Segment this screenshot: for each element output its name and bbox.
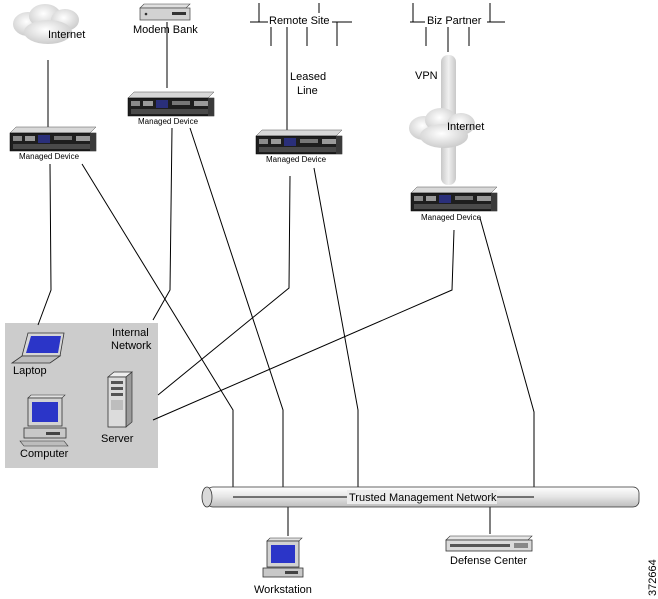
modem-bank-icon bbox=[139, 3, 191, 21]
trusted-network-label: Trusted Management Network bbox=[349, 492, 497, 504]
managed-device-left bbox=[9, 126, 97, 152]
internal-network-label-1: Internal bbox=[112, 327, 149, 339]
internal-network-label-2: Network bbox=[111, 340, 152, 352]
computer-icon bbox=[19, 394, 69, 447]
figure-id: 372664 bbox=[647, 559, 658, 596]
leased-line-label-1: Leased bbox=[290, 71, 326, 83]
defense-center-label: Defense Center bbox=[450, 555, 527, 567]
vpn-label: VPN bbox=[415, 70, 438, 82]
biz-partner-bus bbox=[410, 3, 505, 52]
server-label: Server bbox=[101, 433, 134, 445]
managed-device-modem bbox=[127, 91, 215, 117]
workstation-icon bbox=[262, 537, 304, 578]
managed-device-label-biz: Managed Device bbox=[421, 213, 482, 222]
managed-device-label-remote: Managed Device bbox=[266, 155, 327, 164]
remote-site-label: Remote Site bbox=[269, 15, 330, 27]
leased-line-label-2: Line bbox=[297, 85, 318, 97]
managed-device-biz bbox=[410, 186, 498, 212]
internet-label-left: Internet bbox=[48, 29, 85, 41]
laptop-icon bbox=[10, 332, 65, 364]
defense-center-icon bbox=[445, 535, 533, 552]
laptop-label: Laptop bbox=[13, 365, 47, 377]
workstation-label: Workstation bbox=[254, 584, 312, 596]
network-links bbox=[37, 22, 535, 536]
server-icon bbox=[107, 371, 133, 428]
computer-label: Computer bbox=[20, 448, 69, 460]
modem-bank-label: Modem Bank bbox=[133, 24, 198, 36]
managed-device-label-left: Managed Device bbox=[19, 152, 80, 161]
managed-device-label-modem: Managed Device bbox=[138, 117, 199, 126]
managed-device-remote bbox=[255, 129, 343, 155]
biz-partner-label: Biz Partner bbox=[427, 15, 482, 27]
internet-label-right: Internet bbox=[447, 121, 484, 133]
